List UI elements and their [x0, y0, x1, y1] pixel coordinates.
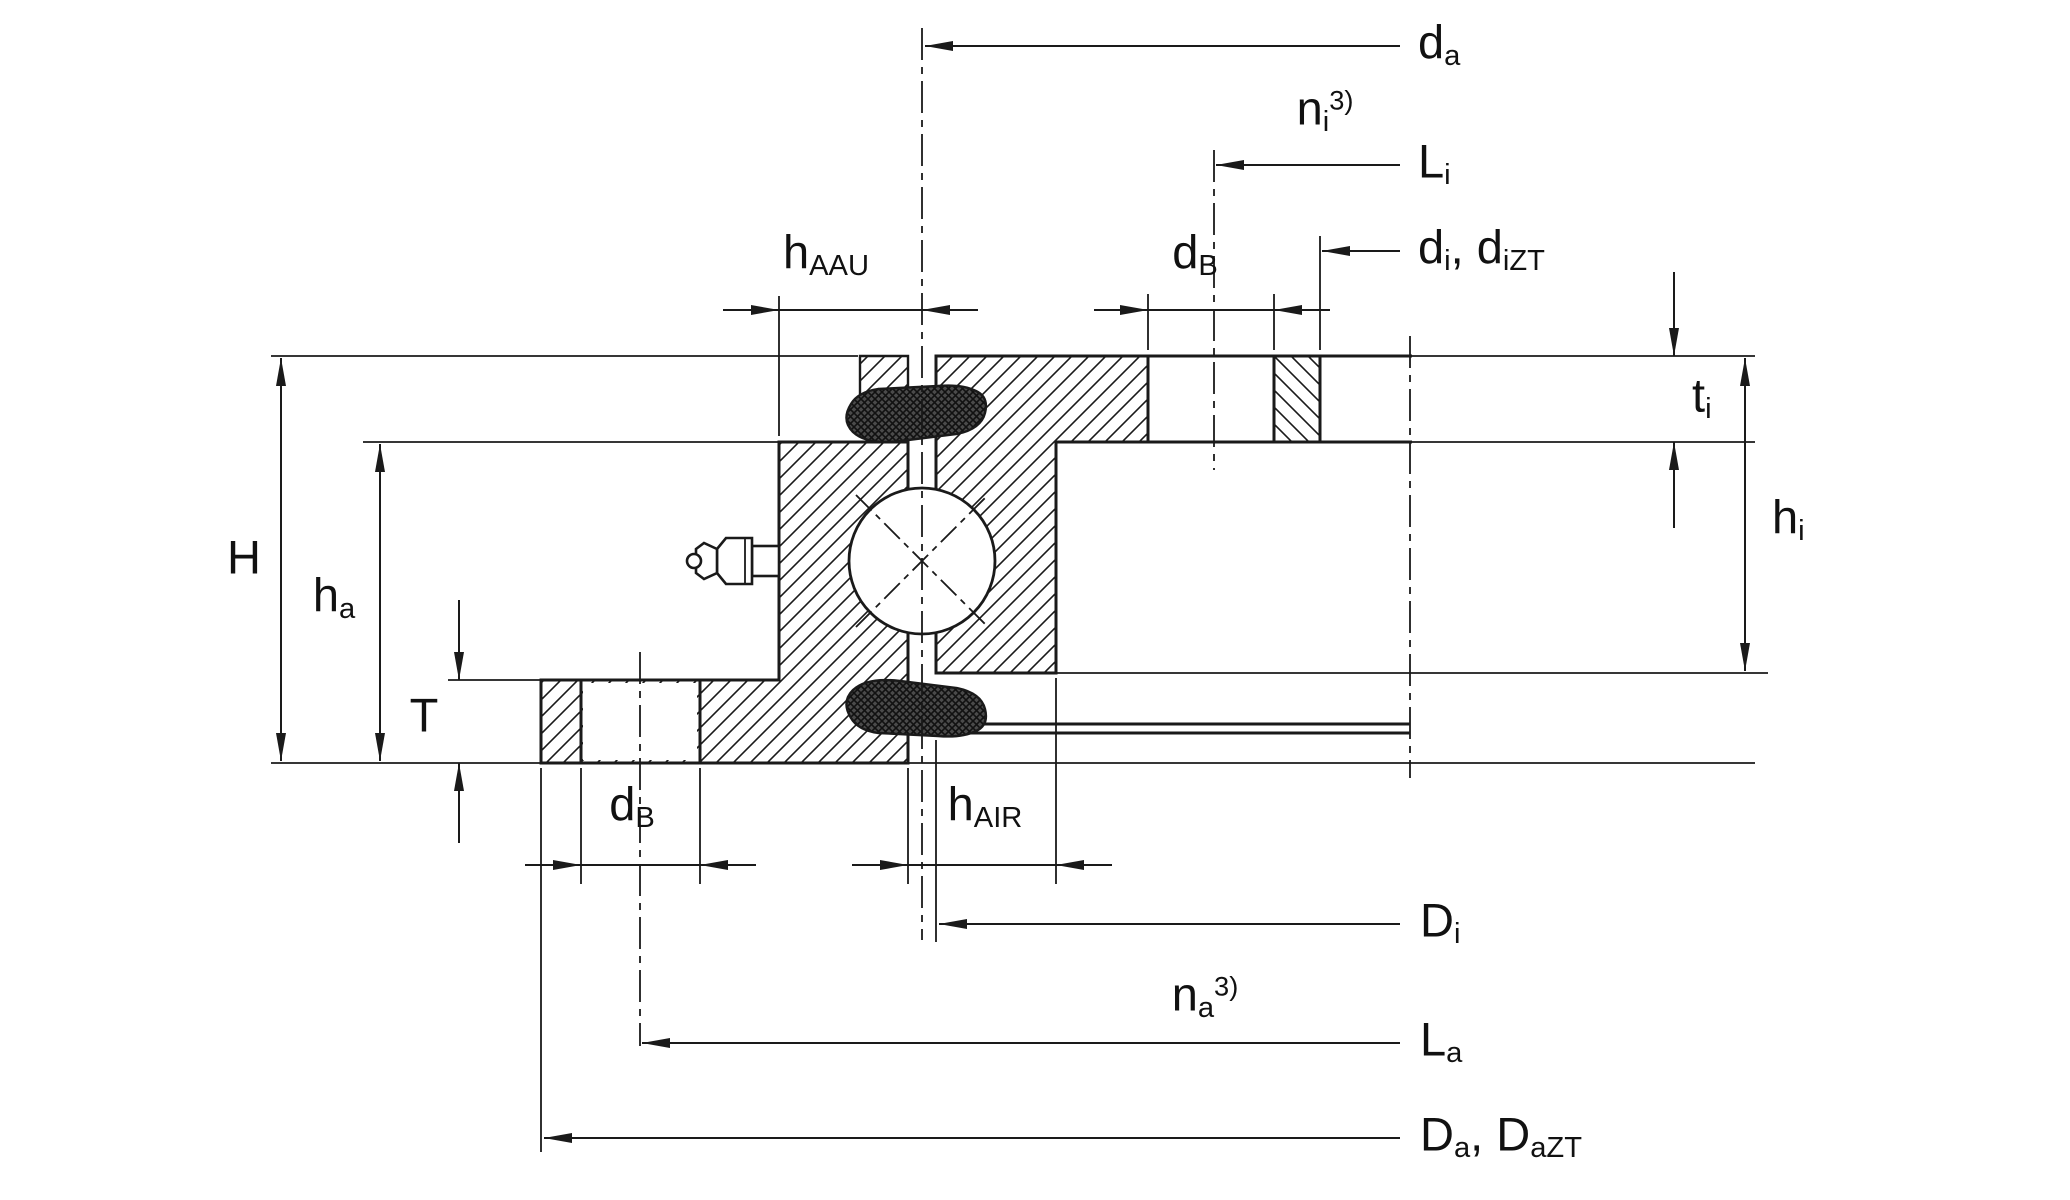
- grease-nipple: [685, 536, 781, 586]
- dim-label-da: da: [1418, 15, 1461, 73]
- dim-label-h: H: [227, 530, 261, 584]
- lower-seal: [845, 678, 988, 738]
- dimension-arrows: [276, 41, 1750, 1143]
- dim-label-t: T: [409, 688, 439, 742]
- bottom-seal-strip: [940, 722, 1410, 735]
- dim-label-la: La: [1420, 1012, 1463, 1070]
- dim-label-haau: hAAU: [782, 225, 870, 283]
- upper-seal: [845, 384, 988, 444]
- dim-label-ti: ti: [1692, 368, 1712, 426]
- dim-label-da-dazt: Da, DaZT: [1420, 1107, 1582, 1165]
- threaded-hole-section: [1272, 354, 1322, 444]
- dim-label-hair: hAIR: [947, 777, 1023, 835]
- dim-label-ni: ni3): [1296, 81, 1354, 139]
- dim-label-db-top: dB: [1172, 225, 1218, 283]
- dim-label-na: na3): [1171, 967, 1239, 1025]
- dim-label-di-big: Di: [1420, 893, 1461, 951]
- dim-label-db-bottom: dB: [609, 777, 655, 835]
- inner-ring-section: [934, 354, 1412, 675]
- dim-label-hi: hi: [1772, 490, 1805, 548]
- extension-lines: [271, 236, 1768, 1152]
- dim-label-di-dizt: di, diZT: [1418, 220, 1545, 278]
- dim-label-li: Li: [1418, 134, 1451, 192]
- dim-label-ha: ha: [312, 568, 356, 626]
